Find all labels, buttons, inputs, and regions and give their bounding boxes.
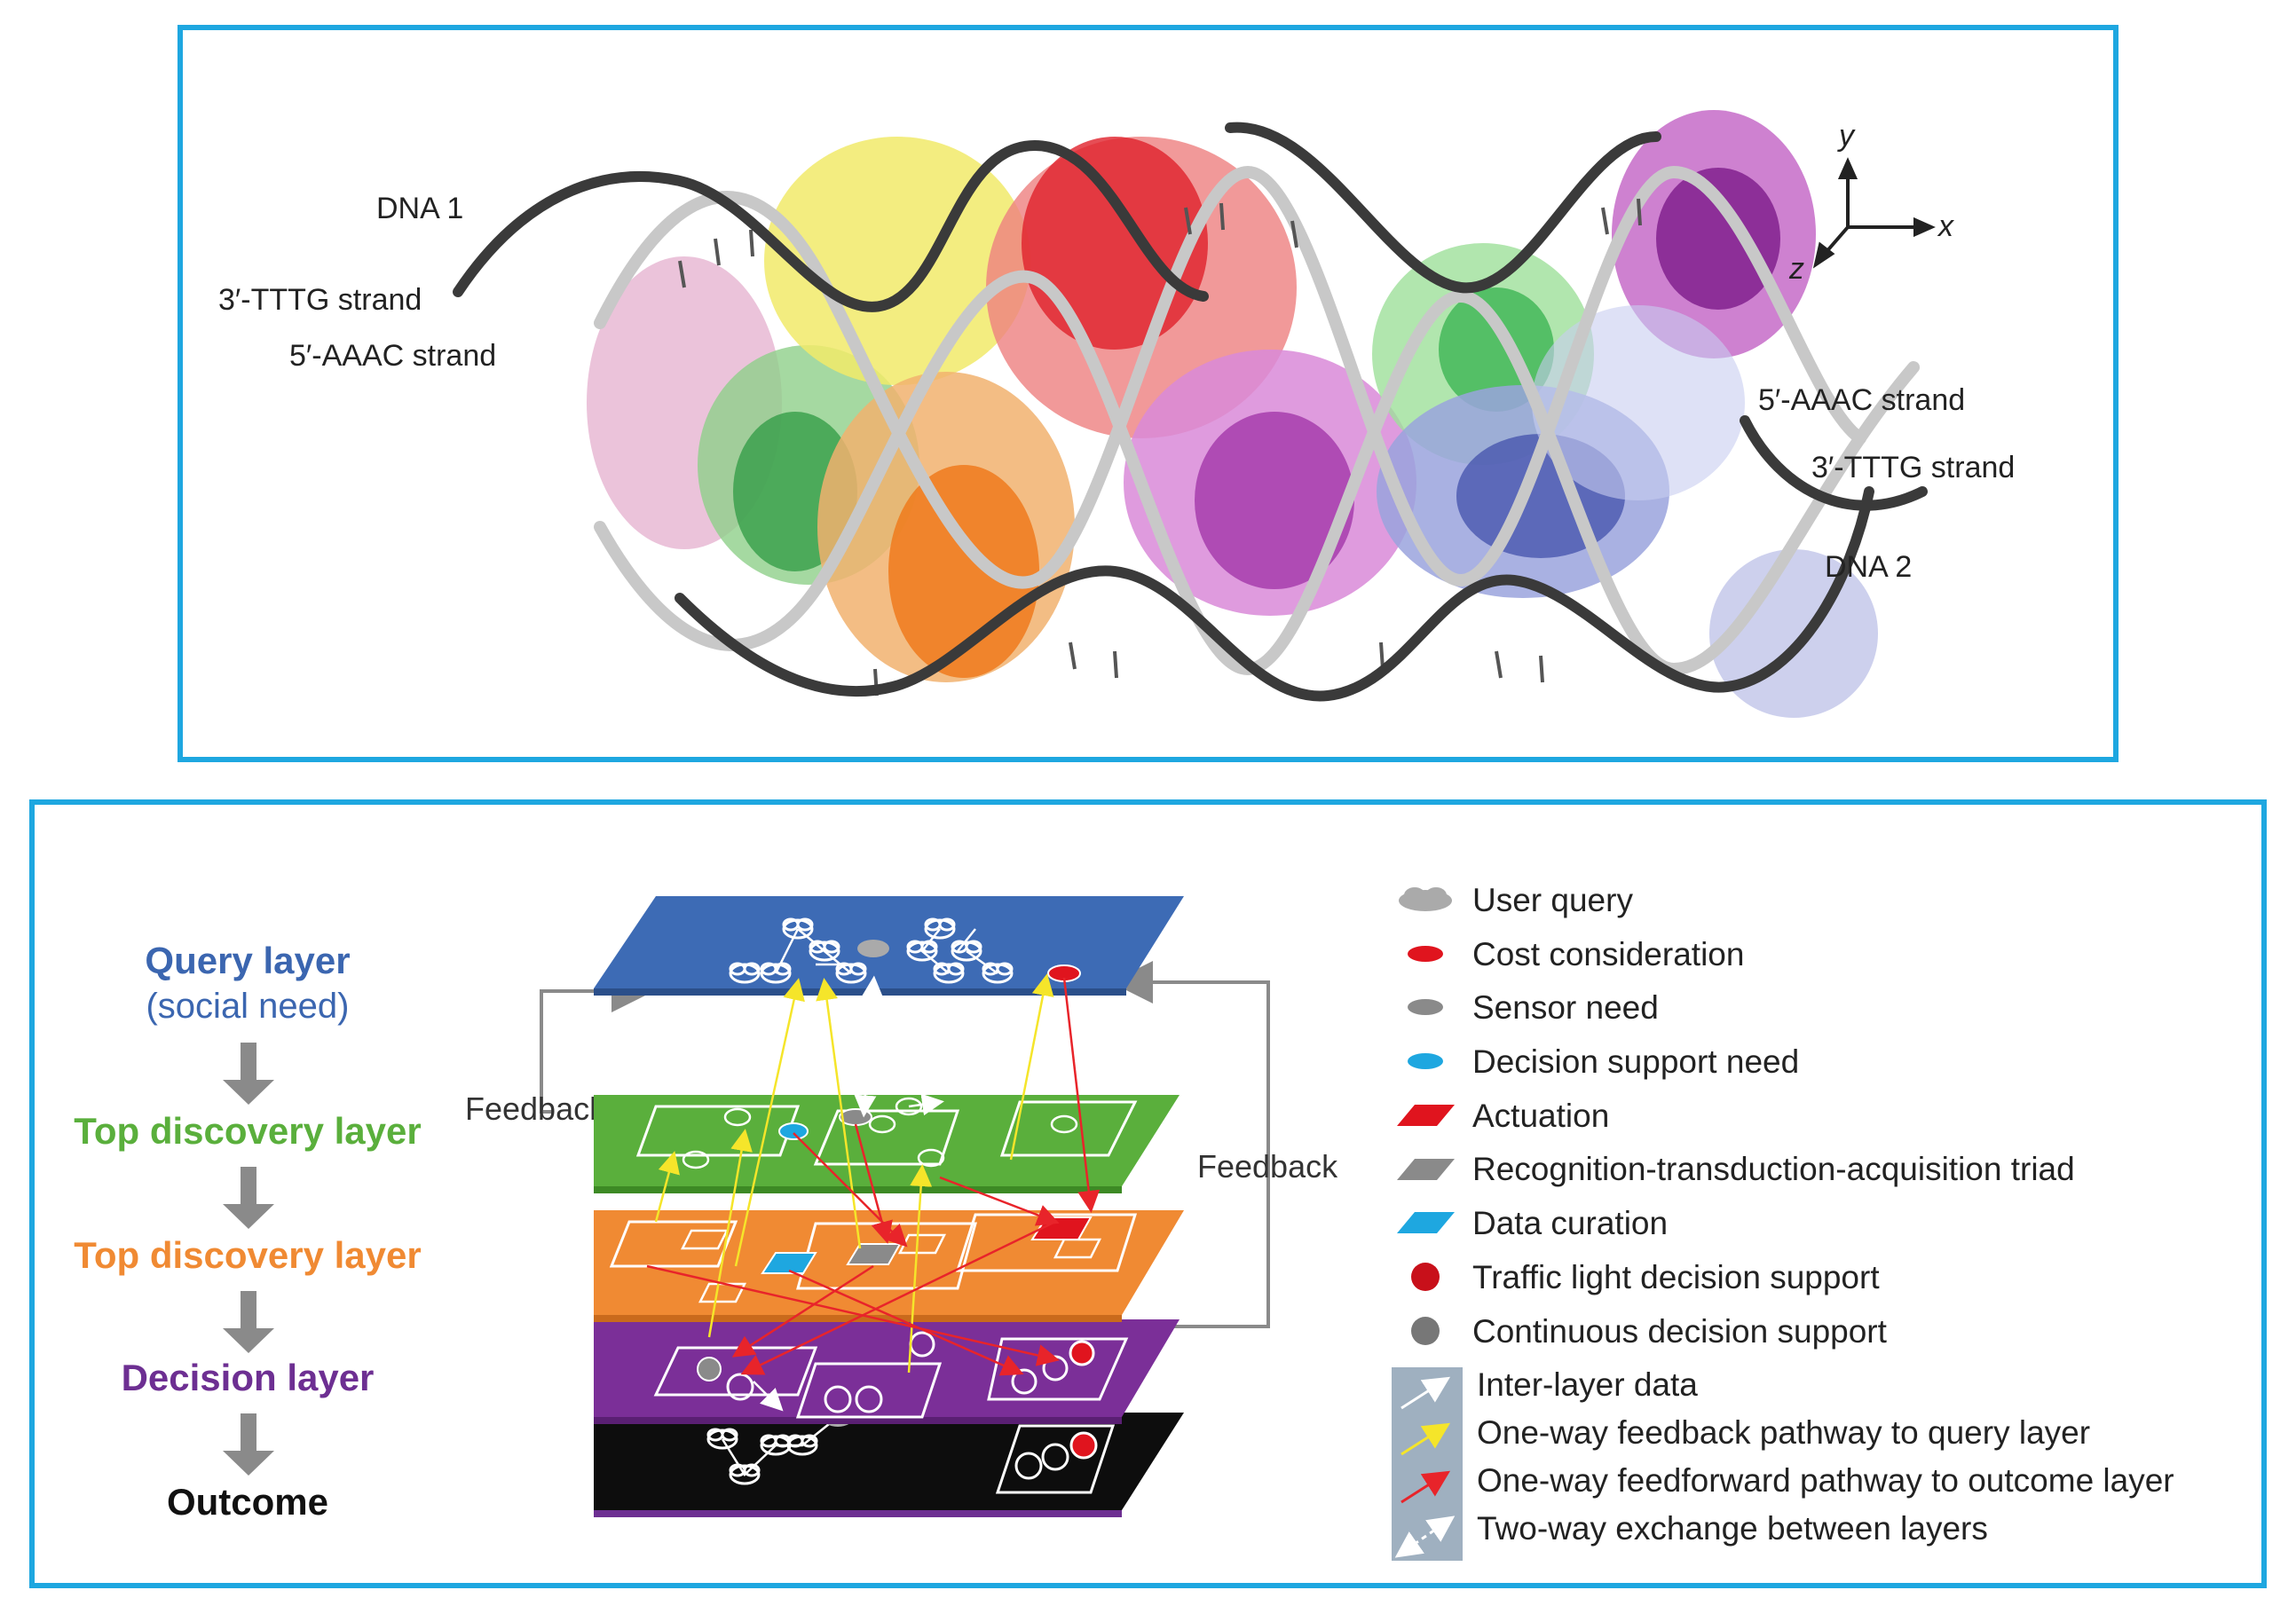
legend-label-data-curation: Data curation <box>1472 1205 1668 1241</box>
legend-label-decision-support: Decision support need <box>1472 1043 1799 1080</box>
red-circle-icon <box>1411 1263 1440 1291</box>
query-layer-title: Query layer <box>145 940 350 981</box>
blue-parallelogram-icon <box>1397 1212 1455 1233</box>
inter-layer-arrows <box>753 975 944 1412</box>
label-tttg-left: 3′-TTTG strand <box>218 283 422 317</box>
top-discovery-layer-orange-title: Top discovery layer <box>74 1234 421 1276</box>
dna-protein-structure-illustration: y x z DNA 1 3′-TTTG strand 5′-AAAC stran… <box>218 110 2015 718</box>
yellow-arrow-icon <box>1400 1422 1451 1456</box>
red-arrow-icon <box>1400 1470 1451 1504</box>
axis-y-label: y <box>1837 119 1856 153</box>
cloud-icon <box>1399 887 1452 911</box>
legend-label-inter-layer: Inter-layer data <box>1477 1366 1698 1403</box>
label-tttg-right: 3′-TTTG strand <box>1811 451 2015 484</box>
arrow-legend-swatch <box>1392 1367 1463 1561</box>
two-way-arrow-icon <box>1394 1515 1456 1558</box>
decision-plane <box>594 1319 1180 1424</box>
down-arrow-icon <box>223 1291 274 1353</box>
layer-hierarchy: Query layer (social need) Top discovery … <box>74 940 421 1523</box>
legend-label-triad: Recognition-transduction-acquisition tri… <box>1472 1151 2075 1187</box>
feedback-pathways <box>654 973 1054 1374</box>
discovery-green-plane <box>594 1095 1180 1193</box>
feedback-right-label: Feedback <box>1197 1148 1338 1185</box>
layer-network-diagram: Query layer (social need) Top discovery … <box>74 882 2174 1561</box>
axis-triad <box>1812 157 1936 269</box>
label-aaac-left: 5′-AAAC strand <box>289 339 496 373</box>
gray-ellipse-icon <box>1408 999 1443 1015</box>
legend-label-feedforward-pathway: One-way feedforward pathway to outcome l… <box>1477 1462 2174 1499</box>
outcome-title: Outcome <box>167 1481 328 1523</box>
label-aaac-right: 5′-AAAC strand <box>1758 383 1965 417</box>
axis-x-label: x <box>1937 209 1954 243</box>
down-arrow-icon <box>223 1413 274 1476</box>
legend-label-feedback-pathway: One-way feedback pathway to query layer <box>1477 1414 2090 1451</box>
layer-network-panel: Query layer (social need) Top discovery … <box>29 799 2267 1588</box>
dna-dark-strands <box>453 122 1928 702</box>
label-dna2: DNA 2 <box>1825 550 1912 584</box>
query-plane <box>594 896 1184 996</box>
axis-z-label: z <box>1788 252 1804 286</box>
legend-label-traffic-light: Traffic light decision support <box>1472 1259 1880 1295</box>
down-arrow-icon <box>223 1167 274 1229</box>
legend-label-user-query: User query <box>1472 882 1633 918</box>
legend-label-cost: Cost consideration <box>1472 936 1744 972</box>
legend-label-two-way: Two-way exchange between layers <box>1477 1510 1988 1547</box>
legend-label-actuation: Actuation <box>1472 1098 1609 1134</box>
query-layer-subtitle: (social need) <box>146 987 349 1026</box>
outcome-plane <box>594 1407 1184 1517</box>
red-parallelogram-icon <box>1397 1105 1455 1126</box>
protein-domains <box>587 110 1878 718</box>
symbol-legend: User query Cost consideration Sensor nee… <box>1397 882 2075 1350</box>
gray-parallelogram-icon <box>1397 1159 1455 1180</box>
down-arrow-icon <box>223 1043 274 1105</box>
label-dna1: DNA 1 <box>376 192 463 225</box>
red-ellipse-icon <box>1408 946 1443 962</box>
dna-protein-panel: y x z DNA 1 3′-TTTG strand 5′-AAAC stran… <box>178 25 2118 762</box>
legend-label-continuous: Continuous decision support <box>1472 1313 1888 1350</box>
legend-label-sensor: Sensor need <box>1472 989 1659 1026</box>
feedback-left-label: Feedback <box>465 1090 606 1127</box>
decision-layer-title: Decision layer <box>122 1357 375 1398</box>
blue-ellipse-icon <box>1408 1053 1443 1069</box>
white-arrow-icon <box>1400 1376 1451 1410</box>
top-discovery-layer-green-title: Top discovery layer <box>74 1110 421 1152</box>
gray-circle-icon <box>1411 1317 1440 1345</box>
arrow-legend: Inter-layer data One-way feedback pathwa… <box>1392 1366 2174 1561</box>
feedforward-pathways <box>646 977 1101 1376</box>
